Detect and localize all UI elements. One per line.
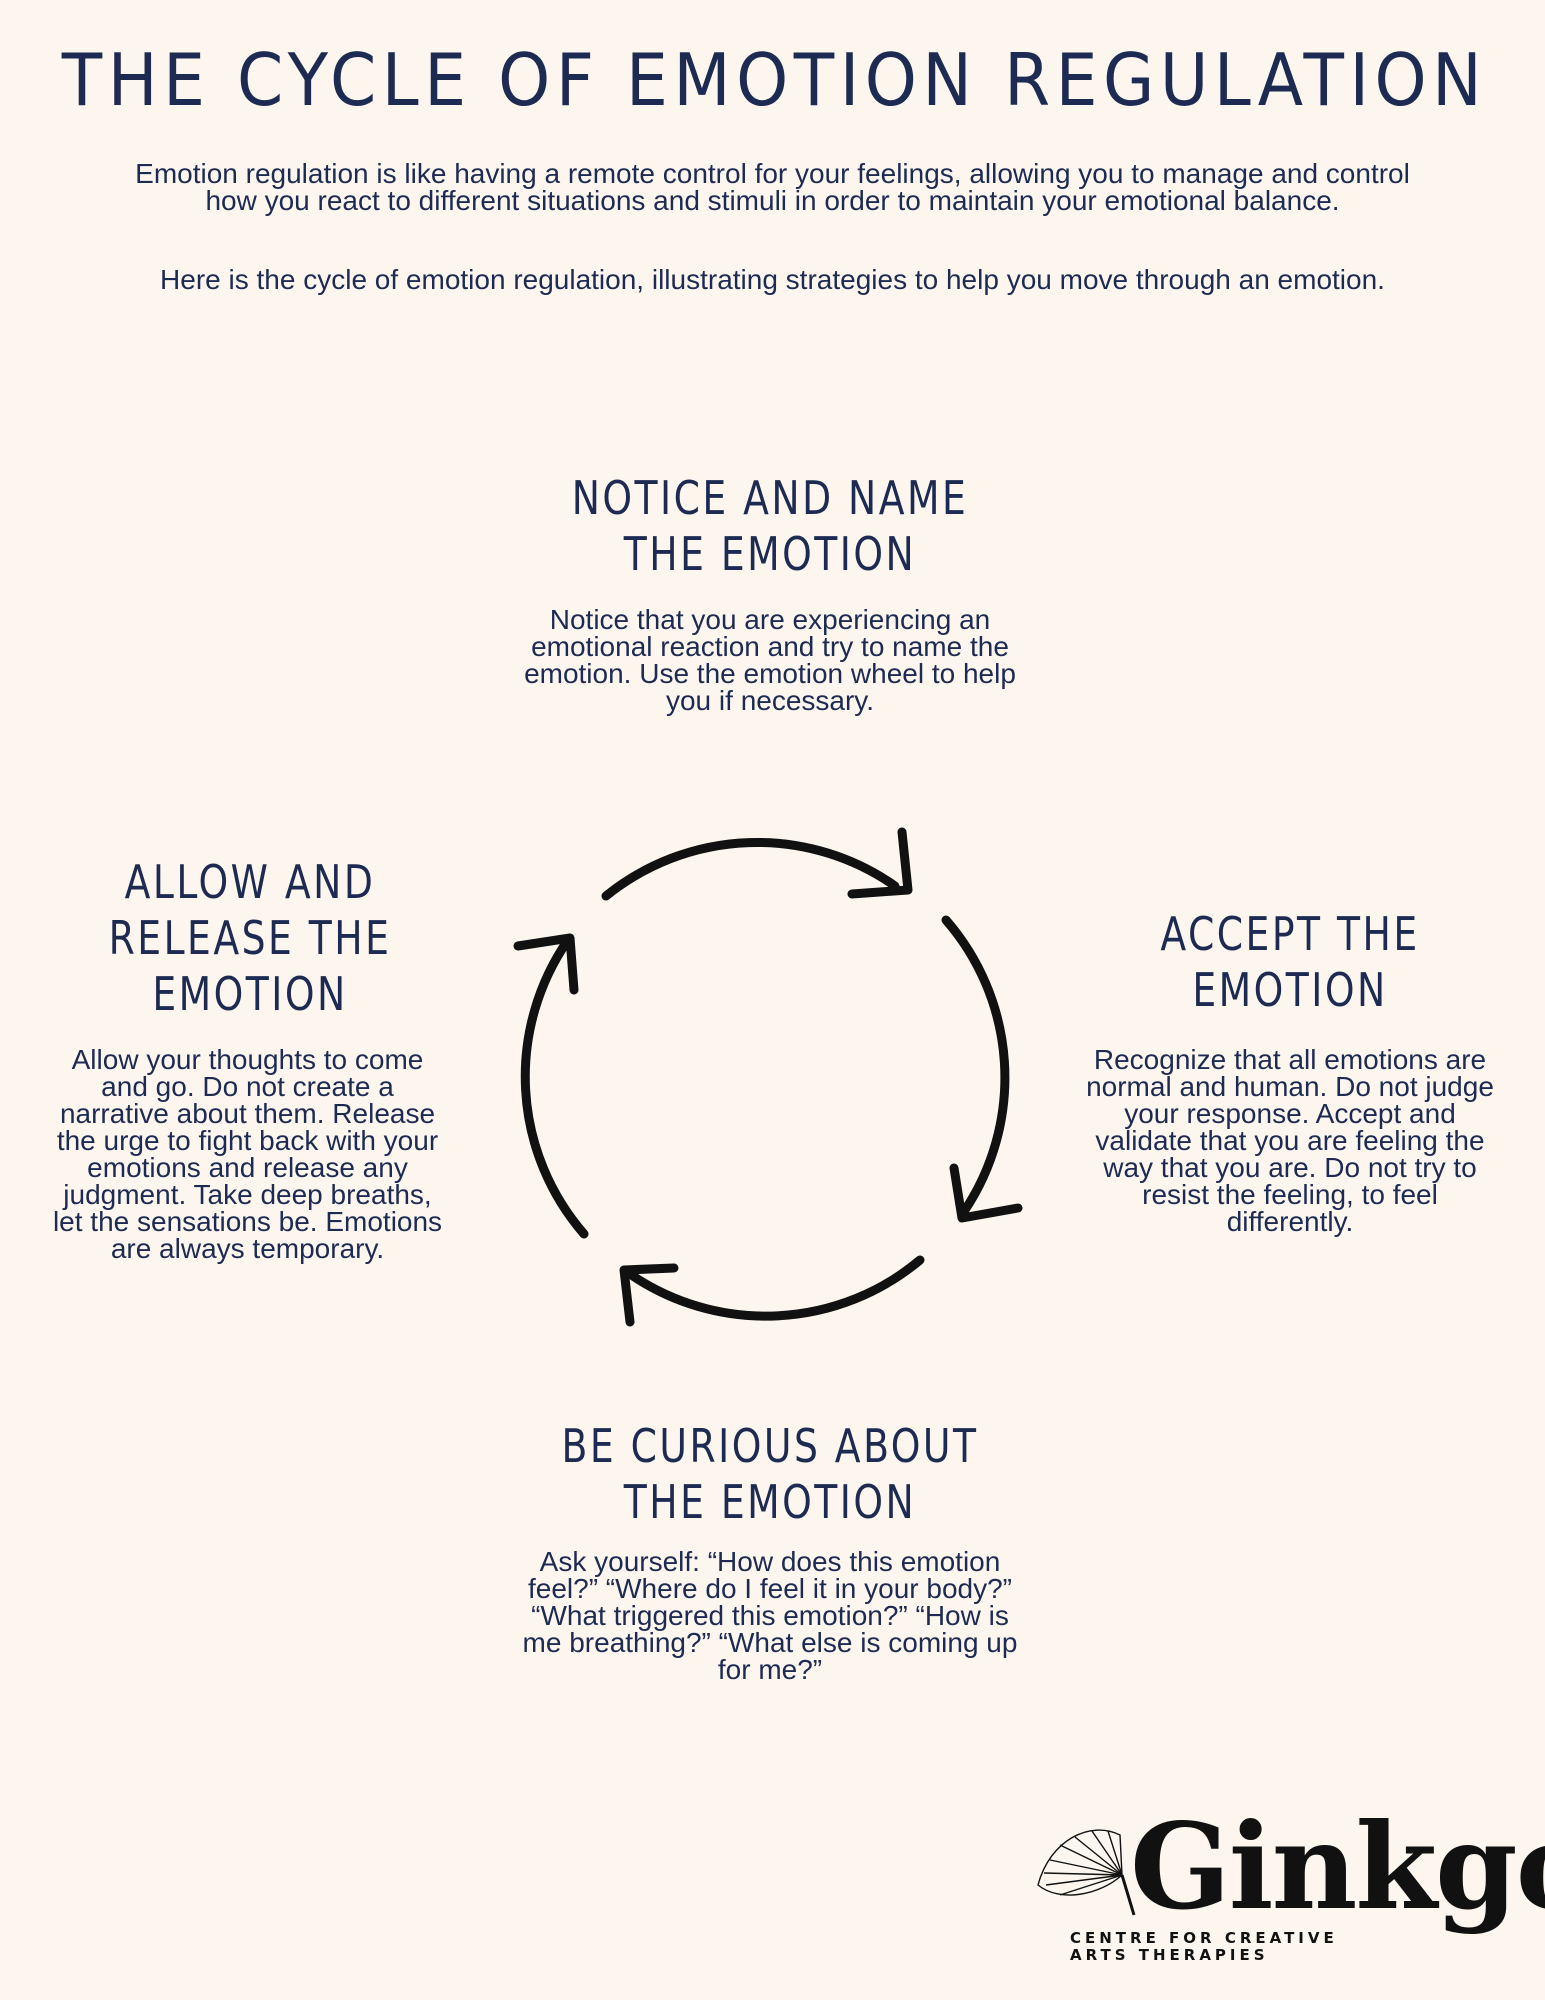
logo-tagline: CENTRE FOR CREATIVE ARTS THERAPIES [1070,1929,1338,1964]
stage-curious-body: Ask yourself: “How does this emotion fee… [522,1546,1018,1685]
stage-allow-title: ALLOW AND RELEASE THE EMOTION [108,855,392,1021]
ginkgo-logo: Ginkgo CENTRE FOR CREATIVE ARTS THERAPIE… [1030,1802,1545,1970]
arrow-allow-to-notice [520,935,589,1239]
circular-arrows-icon [513,827,1023,1327]
logo-wordmark: Ginkgo [1130,1797,1545,1936]
page-title: THE CYCLE OF EMOTION REGULATION [61,38,1488,122]
arrow-curious-to-allow [625,1255,925,1321]
intro-paragraph: Emotion regulation is like having a remo… [135,158,1410,216]
arrow-accept-to-curious [941,915,1010,1215]
stage-notice-body: Notice that you are experiencing an emot… [524,604,1016,716]
arrowhead-bottom [619,1263,679,1327]
stage-curious-title: BE CURIOUS ABOUT THE EMOTION [561,1419,979,1529]
intro-paragraph-cycle: Here is the cycle of emotion regulation,… [160,264,1385,295]
stage-notice-title: NOTICE AND NAME THE EMOTION [571,471,969,581]
arrowhead-right [949,1163,1023,1223]
stage-allow-body: Allow your thoughts to come and go. Do n… [52,1044,443,1264]
stage-accept-title: ACCEPT THE EMOTION [1160,907,1420,1017]
arrowhead-left [513,933,579,995]
stage-accept-body: Recognize that all emotions are normal a… [1086,1044,1494,1237]
arrow-notice-to-accept [601,837,900,901]
arrowhead-top [847,827,913,899]
ginkgo-leaf-icon [1037,1829,1136,1916]
